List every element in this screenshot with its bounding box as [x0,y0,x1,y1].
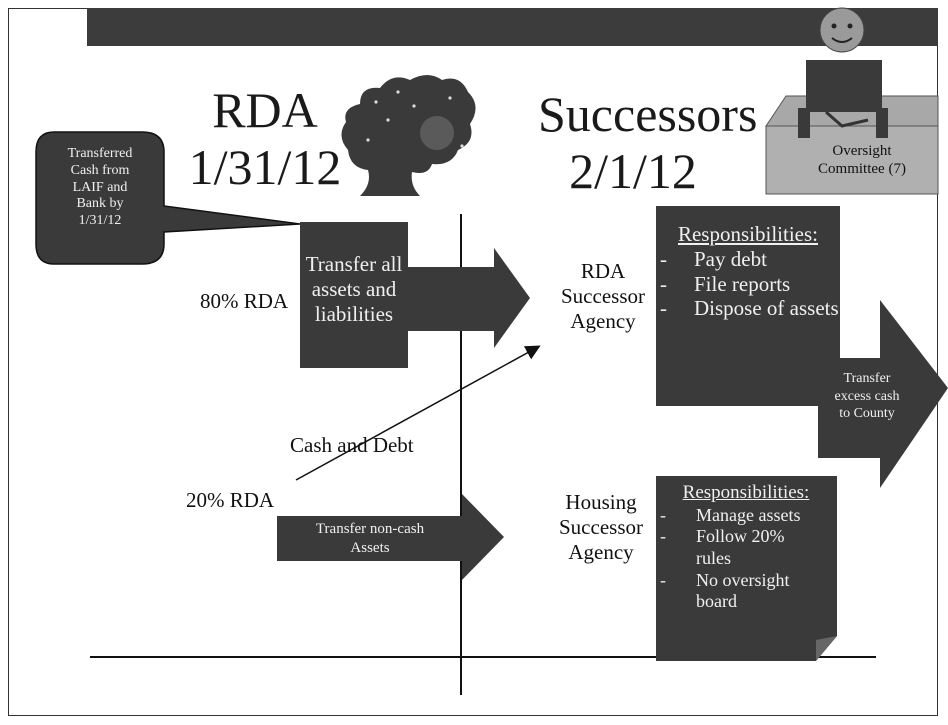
transfer-arrow [406,248,530,348]
housing-responsibilities-text: Responsibilities: Manage assets Follow 2… [656,482,836,613]
cash-debt-label: Cash and Debt [290,433,414,457]
title-bar [87,8,938,46]
noncash-arrow [277,494,504,580]
successors-title: Successors 2/1/12 [538,86,758,199]
cash-debt-arrow [295,345,541,481]
committee-figure-icon [765,7,939,195]
county-arrow [818,300,948,488]
rda-80-label: 80% RDA [200,289,289,313]
housing-item: Follow 20% rules [656,526,806,569]
rda-20-label: 20% RDA [186,488,275,512]
responsibility-item: File reports [656,272,840,297]
callout-bubble [35,131,301,265]
housing-item: Manage assets [656,505,836,527]
rda-title: RDA 1/31/12 [188,82,342,195]
responsibility-item: Dispose of assets [656,296,840,321]
rda-responsibilities-box: Responsibilities: Pay debt File reports … [656,206,840,406]
housing-responsibilities-heading: Responsibilities: [682,482,810,503]
night-moon-icon [341,75,476,196]
rda-responsibilities-heading: Responsibilities: [677,222,818,246]
responsibility-item: Pay debt [656,247,840,272]
housing-item: No oversight board [656,570,816,613]
housing-fold [816,636,837,661]
